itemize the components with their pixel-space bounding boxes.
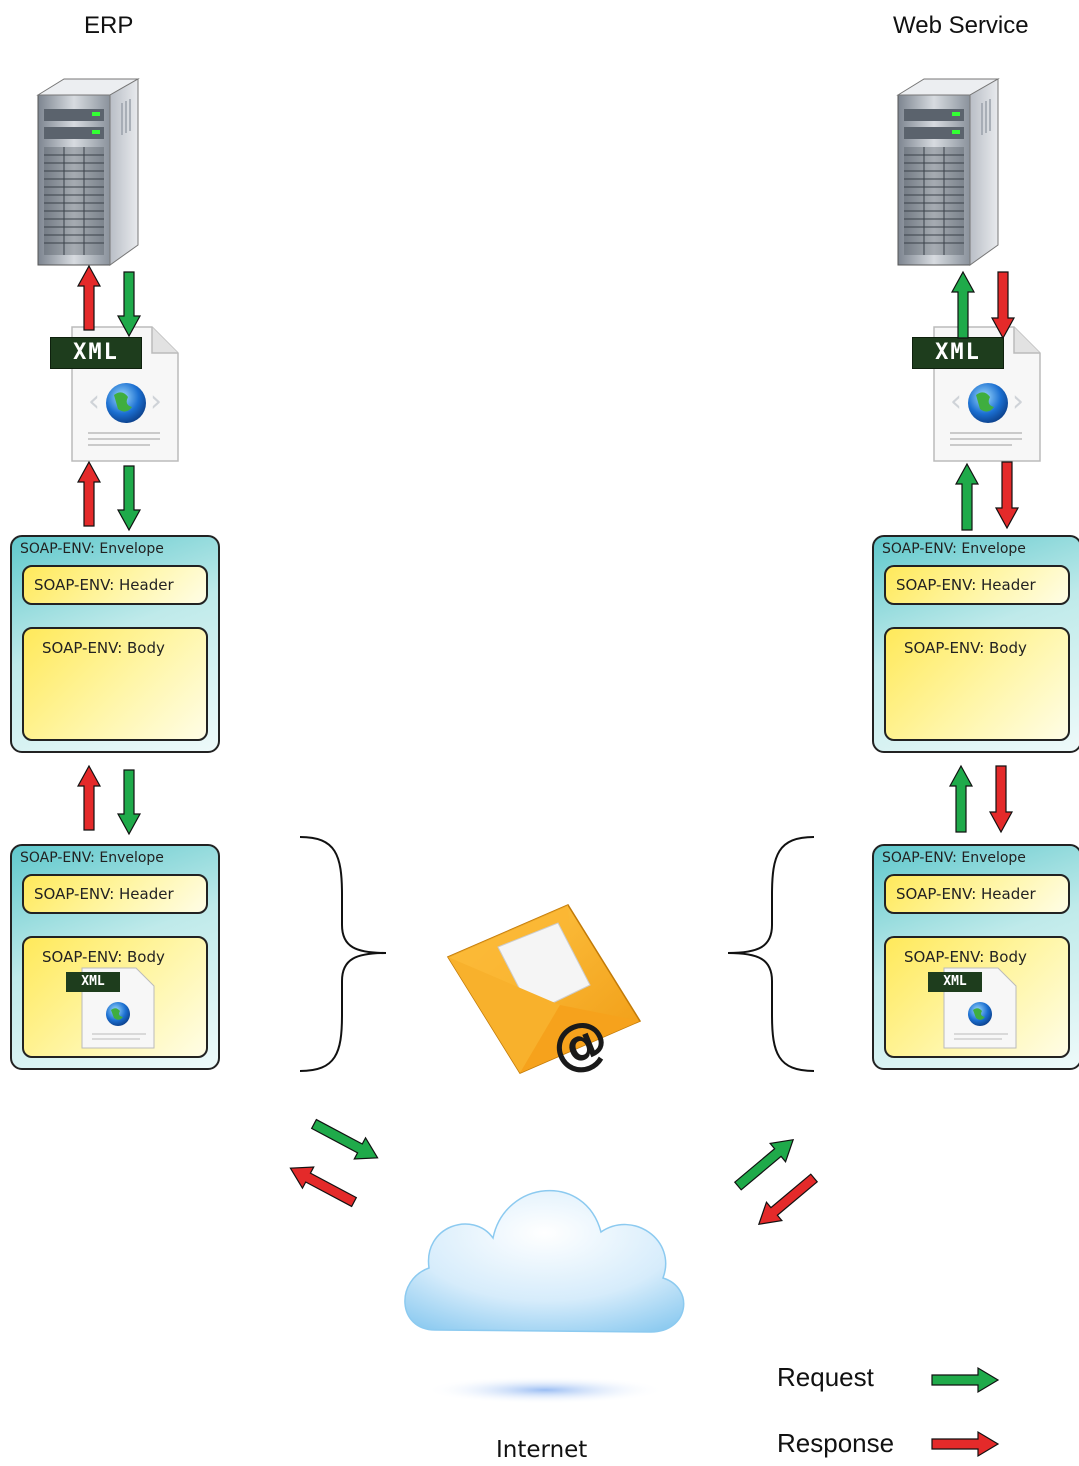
request-arrow-up [948, 764, 974, 833]
envelope-label: SOAP-ENV: Envelope [882, 541, 1026, 557]
erp-soap-message: SOAP-ENV: Envelope SOAP-ENV: Header SOAP… [10, 844, 220, 1070]
body-label: SOAP-ENV: Body [904, 948, 1027, 966]
body-label: SOAP-ENV: Body [904, 639, 1027, 657]
soap-header-box: SOAP-ENV: Header [884, 874, 1070, 914]
response-arrow-up [76, 264, 102, 331]
right-curly-brace [727, 836, 815, 1072]
erp-xml-document-icon: ‹ › XML [50, 325, 180, 465]
body-label: SOAP-ENV: Body [42, 948, 165, 966]
request-arrow-to-internet [310, 1118, 379, 1160]
xml-document-icon: XML [66, 966, 156, 1050]
header-label: SOAP-ENV: Header [34, 576, 174, 594]
response-arrow-up [76, 460, 102, 527]
web-service-title: Web Service [893, 12, 1029, 39]
email-icon: @ [446, 904, 642, 1085]
legend-response-arrow [931, 1430, 1000, 1458]
legend-request-label: Request [777, 1362, 874, 1392]
header-label: SOAP-ENV: Header [34, 885, 174, 903]
request-arrow-from-internet [733, 1138, 795, 1191]
svg-text:‹: ‹ [88, 384, 100, 419]
body-label: SOAP-ENV: Body [42, 639, 165, 657]
response-arrow-up [76, 764, 102, 831]
response-arrow-down [988, 765, 1014, 834]
response-arrow-down [990, 271, 1016, 340]
envelope-label: SOAP-ENV: Envelope [20, 850, 164, 866]
request-arrow-down [116, 465, 142, 532]
internet-label: Internet [496, 1437, 588, 1463]
request-arrow-down [116, 271, 142, 338]
xml-badge: XML [928, 972, 982, 992]
soap-header-box: SOAP-ENV: Header [22, 874, 208, 914]
svg-text:›: › [150, 384, 162, 419]
erp-title: ERP [84, 12, 134, 39]
header-label: SOAP-ENV: Header [896, 885, 1036, 903]
soap-header-box: SOAP-ENV: Header [884, 565, 1070, 605]
erp-soap-envelope: SOAP-ENV: Envelope SOAP-ENV: Header SOAP… [10, 535, 220, 753]
xml-badge: XML [935, 340, 981, 365]
envelope-label: SOAP-ENV: Envelope [882, 850, 1026, 866]
request-arrow-down [116, 769, 142, 836]
response-arrow-from-internet [289, 1166, 358, 1208]
soap-body-box: SOAP-ENV: Body [884, 627, 1070, 741]
web-service-soap-message: SOAP-ENV: Envelope SOAP-ENV: Header SOAP… [872, 844, 1079, 1070]
soap-body-box: SOAP-ENV: Body XML [22, 936, 208, 1058]
soap-body-box: SOAP-ENV: Body [22, 627, 208, 741]
request-arrow-up [954, 462, 980, 531]
request-arrow-up [950, 270, 976, 339]
legend-request-arrow [931, 1366, 1000, 1394]
soap-header-box: SOAP-ENV: Header [22, 565, 208, 605]
xml-badge: XML [73, 340, 119, 365]
header-label: SOAP-ENV: Header [896, 576, 1036, 594]
xml-document-icon: XML [928, 966, 1018, 1050]
erp-server-icon [36, 78, 140, 266]
svg-text:›: › [1012, 384, 1024, 419]
svg-text:‹: ‹ [950, 384, 962, 419]
soap-body-box: SOAP-ENV: Body XML [884, 936, 1070, 1058]
web-service-xml-document-icon: ‹ › XML [912, 325, 1042, 465]
internet-cloud-icon [404, 1189, 685, 1404]
response-arrow-down [994, 461, 1020, 530]
response-arrow-to-internet [757, 1173, 819, 1226]
web-service-server-icon [896, 78, 1000, 266]
legend-response-label: Response [777, 1428, 895, 1458]
web-service-soap-envelope: SOAP-ENV: Envelope SOAP-ENV: Header SOAP… [872, 535, 1079, 753]
left-curly-brace [299, 836, 387, 1072]
envelope-label: SOAP-ENV: Envelope [20, 541, 164, 557]
xml-badge: XML [66, 972, 120, 992]
